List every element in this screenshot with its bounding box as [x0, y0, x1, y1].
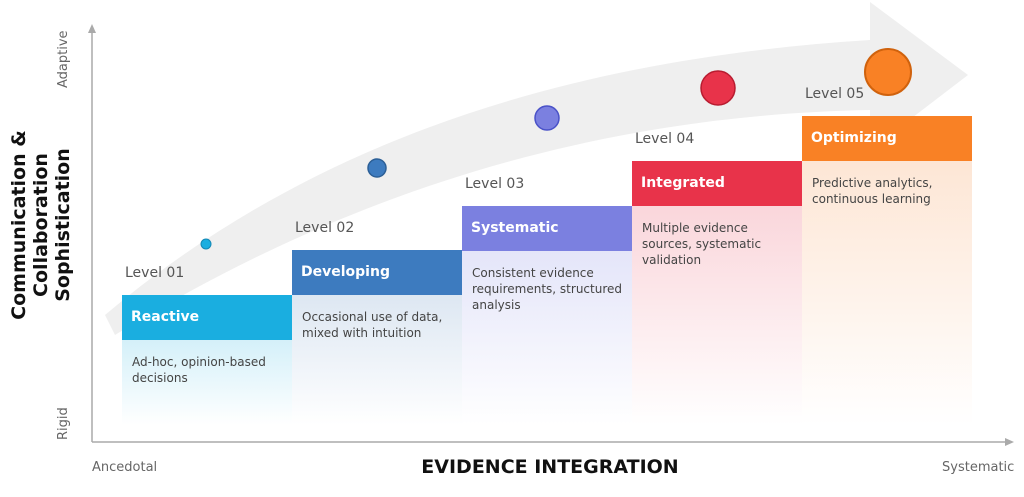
x-axis-high-label: Systematic — [942, 460, 1015, 475]
level-label: Level 04 — [635, 130, 695, 147]
level-label: Level 02 — [295, 220, 355, 237]
level-header-optimizing: Optimizing — [802, 116, 972, 161]
y-axis-low-label: Rigid — [56, 407, 71, 440]
level-marker-4 — [700, 70, 736, 106]
y-axis-title: Communication & Collaboration Sophistica… — [8, 130, 74, 320]
level-header-systematic: Systematic — [462, 205, 632, 251]
level-description: Consistent evidence requirements, struct… — [462, 250, 632, 425]
level-description: Predictive analytics, continuous learnin… — [802, 161, 972, 425]
level-header-integrated: Integrated — [632, 160, 802, 206]
x-axis-title: EVIDENCE INTEGRATION — [421, 456, 679, 478]
progress-arrow — [105, 2, 968, 335]
level-marker-1 — [200, 238, 212, 250]
level-description: Occasional use of data, mixed with intui… — [292, 295, 462, 425]
level-marker-3 — [534, 105, 560, 131]
y-axis-arrowhead — [88, 24, 96, 33]
level-description: Multiple evidence sources, systematic va… — [632, 205, 802, 425]
x-axis-low-label: Ancedotal — [92, 460, 158, 475]
y-axis-high-label: Adaptive — [56, 30, 71, 88]
x-axis-arrowhead — [1005, 438, 1014, 446]
level-label: Level 05 — [805, 86, 865, 102]
level-description: Ad-hoc, opinion-based decisions — [122, 340, 292, 425]
level-marker-2 — [367, 158, 387, 178]
level-marker-5 — [864, 48, 912, 96]
level-header-developing: Developing — [292, 250, 462, 296]
level-label: Level 01 — [125, 265, 185, 281]
level-label: Level 03 — [465, 175, 525, 192]
level-header-reactive: Reactive — [122, 295, 292, 340]
